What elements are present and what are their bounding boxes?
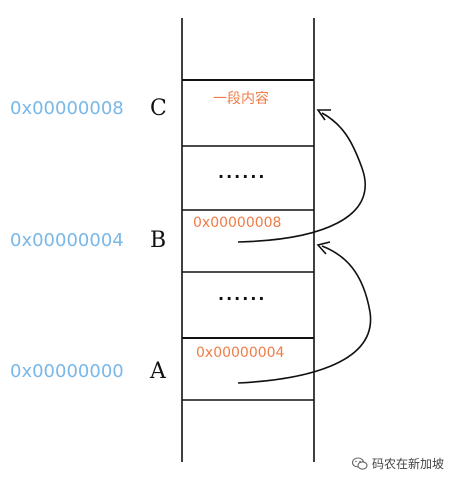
row-letter-a: A [150, 359, 166, 384]
arrow-head-b [316, 241, 331, 255]
pointer-arrow-b-to-c [237, 112, 366, 243]
row-letter-c: C [150, 96, 167, 121]
watermark: 码农在新加坡 [352, 455, 444, 472]
cell-content-c: 一段内容 [213, 91, 269, 107]
arrow-head-c [316, 109, 331, 121]
ellipsis-lower: ...... [218, 285, 267, 304]
address-label-b: 0x00000004 [10, 230, 124, 251]
address-label-a: 0x00000000 [10, 361, 124, 382]
address-label-c: 0x00000008 [10, 98, 124, 119]
ellipsis-upper: ...... [218, 163, 267, 182]
wechat-icon [352, 456, 368, 470]
row-letter-b: B [150, 228, 167, 253]
watermark-text: 码农在新加坡 [372, 457, 445, 471]
cell-content-b: 0x00000008 [193, 215, 282, 231]
cell-content-a: 0x00000004 [196, 345, 285, 361]
pointer-arrow-a-to-b [237, 245, 372, 384]
